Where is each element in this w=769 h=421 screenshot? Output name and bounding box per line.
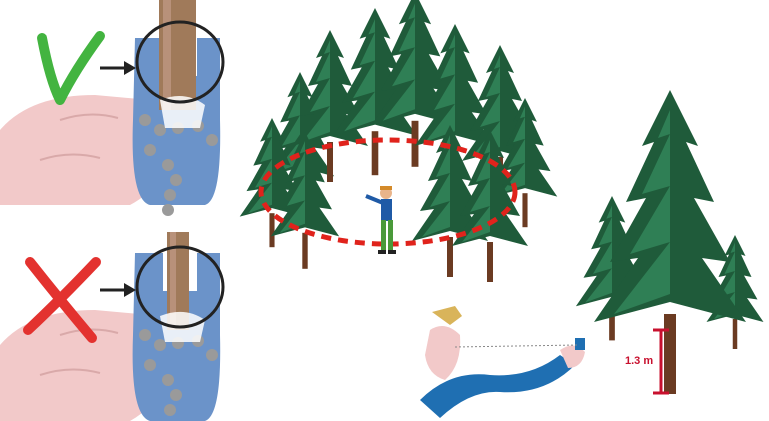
check-mark-icon: [42, 36, 100, 100]
surveyor-figure: [366, 186, 396, 254]
measured-tree-scene: 1.3 m: [576, 90, 764, 394]
incorrect-usage-panel: [0, 232, 223, 421]
arm-measurement-scene: [420, 306, 585, 418]
circular-plot-scene: [240, 0, 558, 282]
correct-usage-panel: [0, 0, 223, 216]
height-label: 1.3 m: [625, 355, 653, 367]
height-marker: 1.3 m: [625, 330, 669, 393]
sight-line: [455, 345, 578, 347]
